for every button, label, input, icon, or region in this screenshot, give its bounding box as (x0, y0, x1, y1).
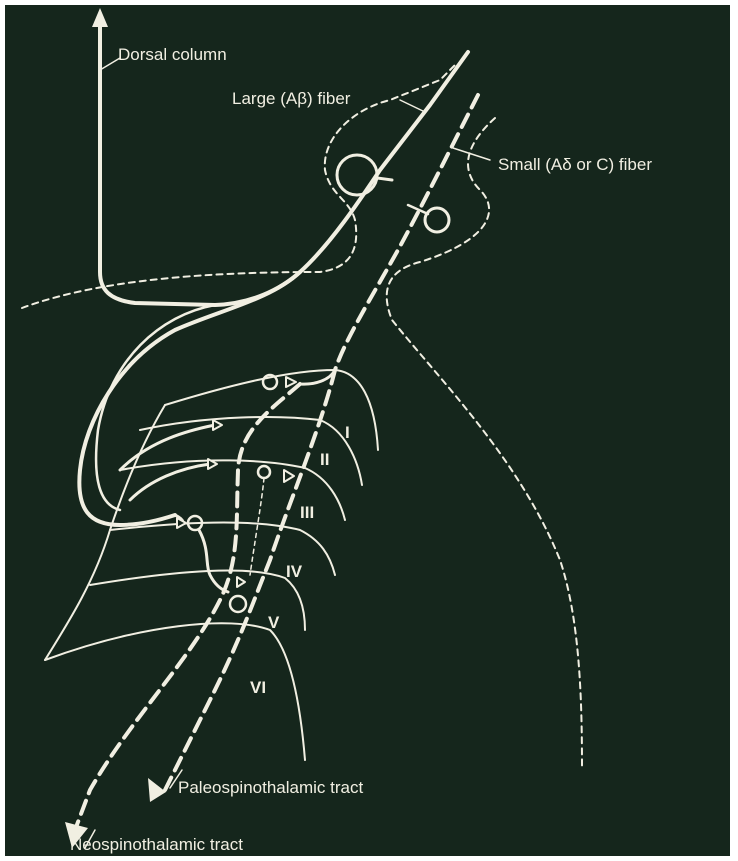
paleospinothalamic-arrowhead (148, 778, 166, 802)
lamina-i-label: I (345, 423, 350, 442)
paleospinothalamic-label: Paleospinothalamic tract (178, 778, 363, 797)
large-fiber-cell-body (337, 155, 377, 195)
lamina-ii-neuron (258, 466, 270, 478)
collateral-1-terminal (213, 420, 222, 430)
lamina-vi-label: VI (250, 678, 266, 697)
small-fiber-label: Small (Aδ or C) fiber (498, 155, 652, 174)
lamina-v-terminal (237, 577, 245, 587)
lamina-ii-axon (250, 478, 264, 575)
lamina-border-left (45, 405, 165, 660)
lamina-v-label: V (268, 613, 280, 632)
lamina-v-projection-neuron (230, 596, 246, 612)
dorsal-column-branch (100, 25, 468, 305)
collateral-2 (130, 464, 210, 500)
lamina-ii-label: II (320, 450, 329, 469)
lamina-v-axon (199, 530, 228, 592)
lamina-ii-terminal (284, 470, 294, 482)
dorsal-column-leader (100, 58, 120, 70)
large-fiber-leader (400, 100, 425, 112)
dorsal-column-label: Dorsal column (118, 45, 227, 64)
collateral-3-terminal (177, 518, 186, 528)
large-fiber-stem (377, 178, 392, 180)
lamina-iv-label: IV (286, 562, 303, 581)
large-fiber-label: Large (Aβ) fiber (232, 89, 351, 108)
large-fiber-loop-inner (96, 305, 215, 510)
lamina-iii-label: III (300, 503, 314, 522)
neospinothalamic-label: Neospinothalamic tract (70, 835, 243, 854)
small-fiber-cell-body (425, 208, 449, 232)
dorsal-column-arrowhead (92, 8, 108, 27)
lamina-i-terminal (286, 377, 296, 387)
neospinothalamic-tract-line (75, 384, 300, 830)
small-fiber-leader (453, 148, 490, 160)
